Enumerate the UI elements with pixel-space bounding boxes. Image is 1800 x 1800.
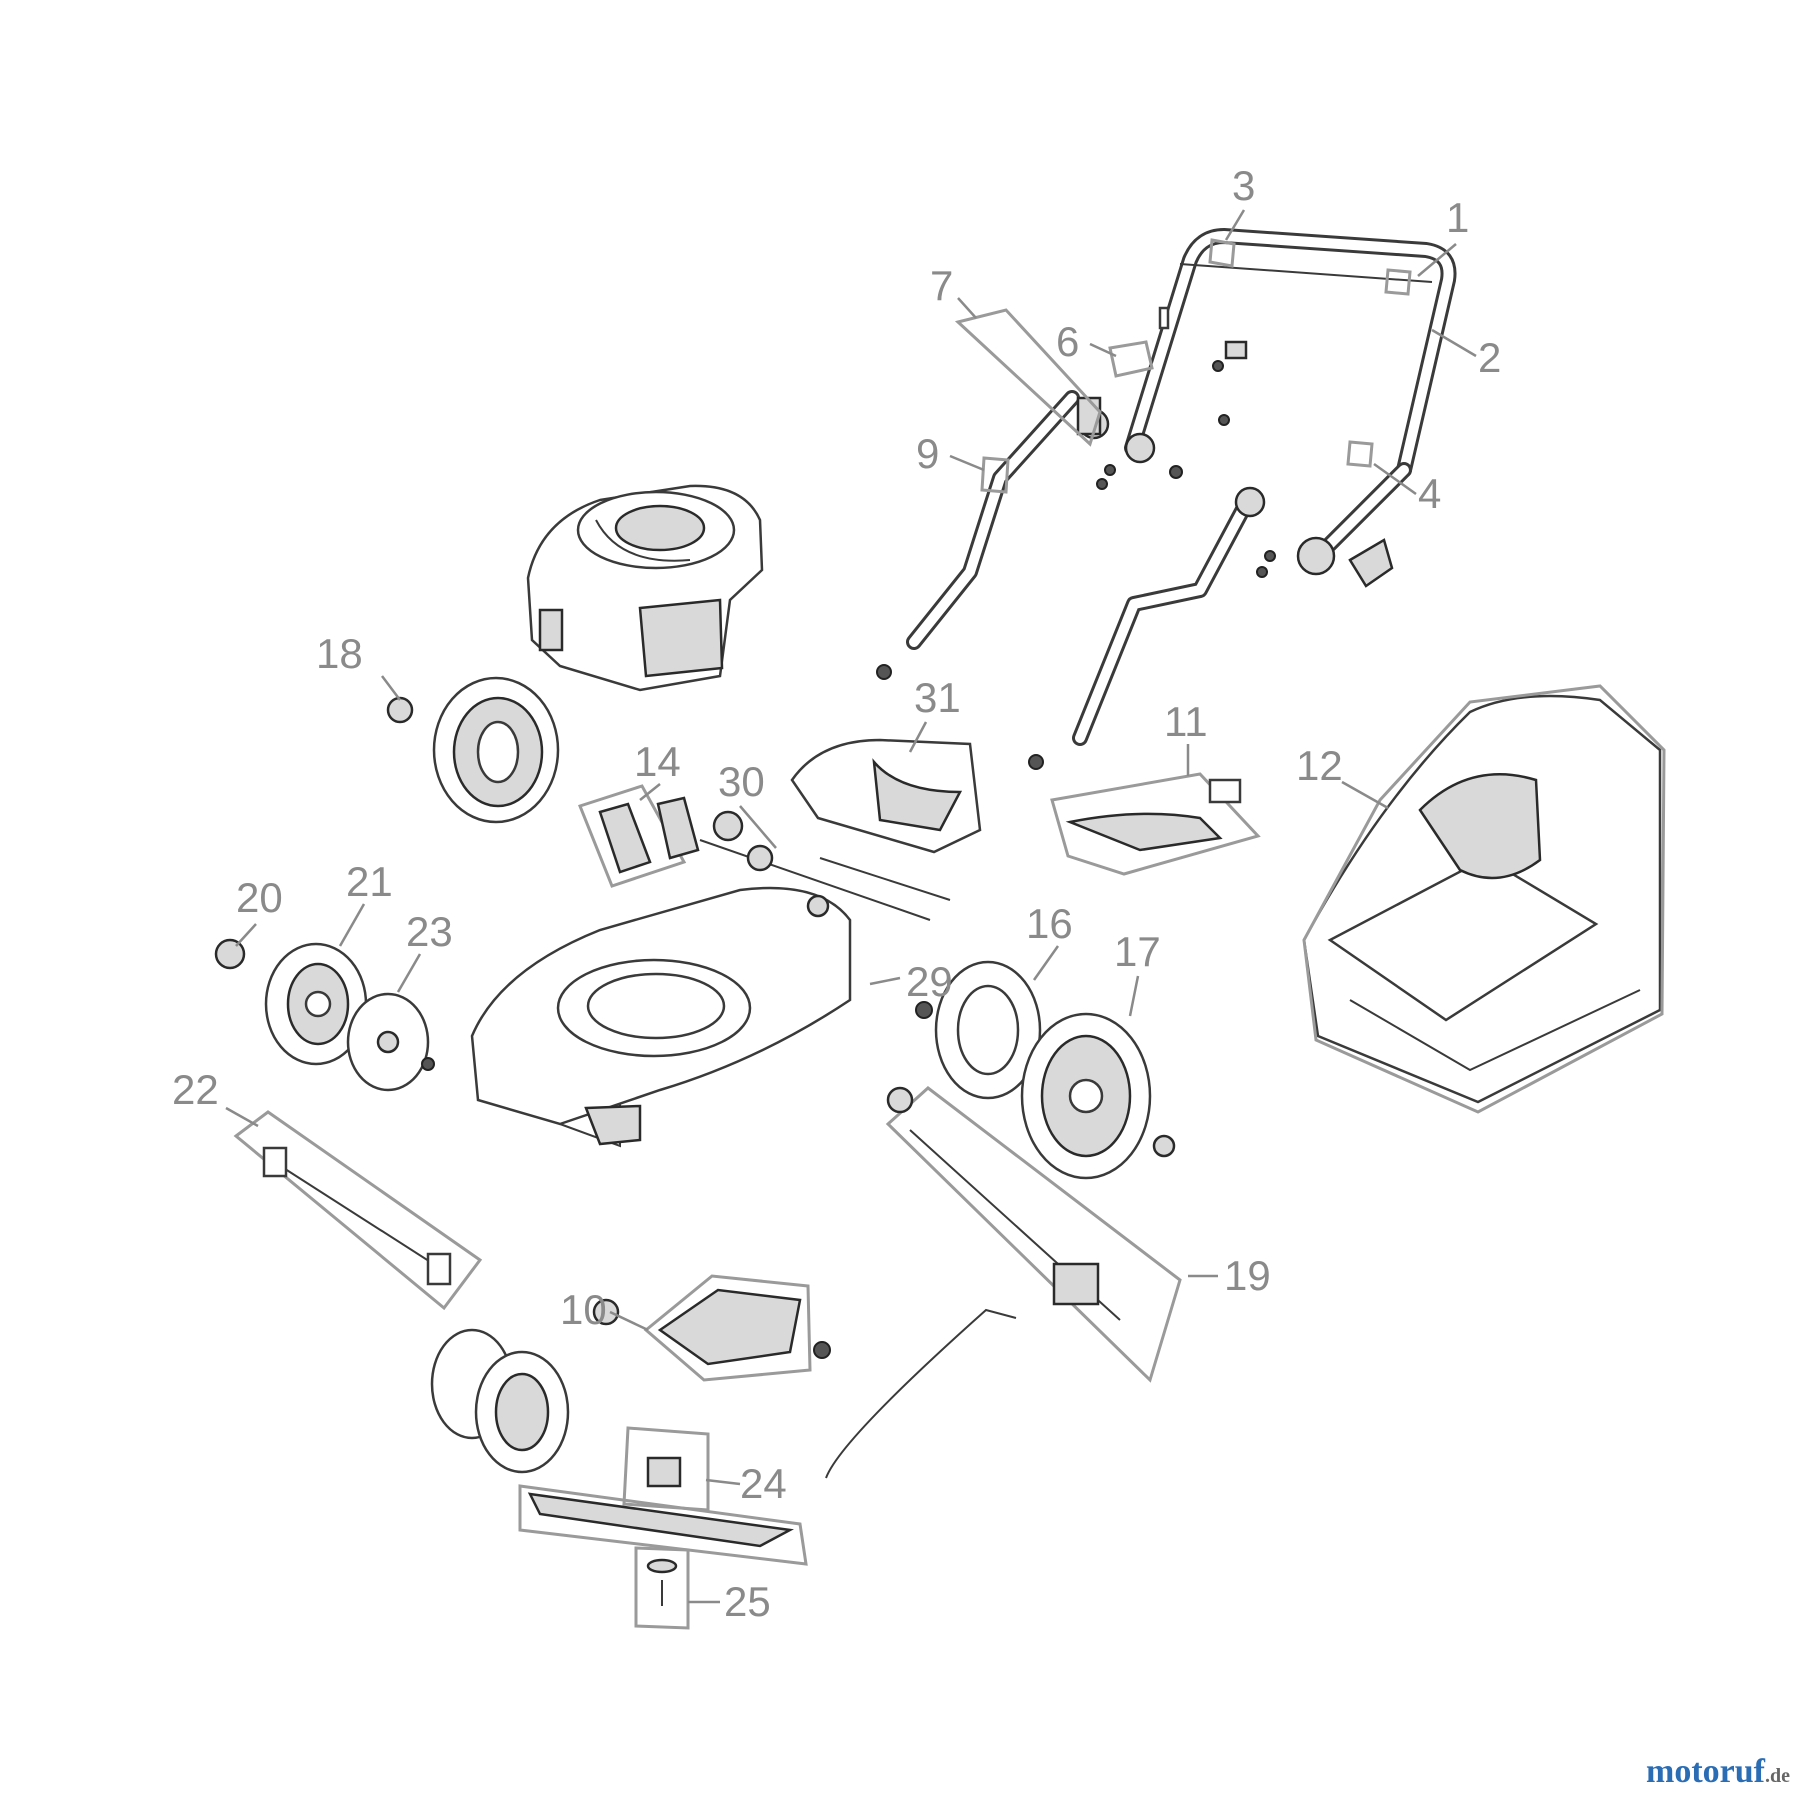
group-box-7 <box>954 308 1102 447</box>
front-left-wheel <box>264 942 368 1066</box>
lower-handle-left <box>876 390 1110 680</box>
part-label-2: 2 <box>1478 334 1501 381</box>
front-left-hubcap <box>346 992 430 1092</box>
group-box-14 <box>578 784 687 888</box>
callout-10: 10 <box>560 1286 649 1333</box>
rear-flap <box>699 738 982 921</box>
handle-fasteners <box>1096 360 1276 578</box>
group-14-parts <box>598 796 700 874</box>
engine <box>526 484 764 692</box>
part-label-17: 17 <box>1114 928 1161 975</box>
lower-handle-right <box>1028 486 1266 770</box>
callout-29: 29 <box>869 958 953 1005</box>
group-11-parts <box>1065 778 1242 852</box>
group-10-parts <box>657 1288 831 1366</box>
part-label-31: 31 <box>914 674 961 721</box>
callout-30: 30 <box>718 758 777 849</box>
callout-31: 31 <box>908 674 961 753</box>
part-label-21: 21 <box>346 858 393 905</box>
group-box-4 <box>1346 440 1374 468</box>
callout-6: 6 <box>1056 318 1117 365</box>
group-box-9 <box>980 456 1010 494</box>
callout-3: 3 <box>1224 162 1255 241</box>
part-label-7: 7 <box>930 262 953 309</box>
group-19-parts <box>886 1086 1121 1321</box>
callout-1: 1 <box>1417 194 1469 277</box>
watermark-brand: motoruf <box>1646 1753 1766 1790</box>
part-label-22: 22 <box>172 1066 219 1113</box>
rear-left-wheel <box>432 676 560 824</box>
bottom-wheel <box>430 1328 570 1474</box>
part-label-16: 16 <box>1026 900 1073 947</box>
group-box-10 <box>643 1274 812 1382</box>
part-label-9: 9 <box>916 430 939 477</box>
callout-2: 2 <box>1431 328 1501 381</box>
group-box-11 <box>1050 772 1261 876</box>
part-label-10: 10 <box>560 1286 607 1333</box>
part-label-14: 14 <box>634 738 681 785</box>
group-box-12 <box>1302 684 1666 1114</box>
part-label-29: 29 <box>906 958 953 1005</box>
part-label-6: 6 <box>1056 318 1079 365</box>
callout-25: 25 <box>688 1578 771 1625</box>
group-box-6 <box>1108 340 1154 378</box>
callout-18: 18 <box>316 630 401 701</box>
part-label-24: 24 <box>740 1460 787 1507</box>
callout-22: 22 <box>172 1066 259 1128</box>
group-25-parts <box>646 1558 678 1606</box>
callout-14: 14 <box>634 738 681 801</box>
group-box-24-inner <box>622 1426 710 1512</box>
callout-17: 17 <box>1114 928 1161 1017</box>
part-label-25: 25 <box>724 1578 771 1625</box>
part-label-4: 4 <box>1418 470 1441 517</box>
part-label-11: 11 <box>1164 698 1208 745</box>
part-label-20: 20 <box>236 874 283 921</box>
drive-cable <box>825 1308 1017 1479</box>
watermark-suffix: .de <box>1765 1765 1790 1787</box>
callout-4: 4 <box>1373 462 1441 517</box>
callout-11: 11 <box>1164 698 1208 776</box>
callout-21: 21 <box>338 858 393 947</box>
callout-23: 23 <box>396 908 453 993</box>
callout-24: 24 <box>705 1460 787 1507</box>
callout-19: 19 <box>1188 1252 1271 1299</box>
group-box-3 <box>1208 238 1236 268</box>
group-box-22 <box>233 1110 483 1311</box>
part-label-3: 3 <box>1232 162 1255 209</box>
part-label-12: 12 <box>1296 742 1343 789</box>
fasteners <box>214 696 1176 1326</box>
grass-catcher <box>1302 694 1662 1104</box>
group-24-parts <box>527 1456 794 1548</box>
upper-handle <box>1124 228 1457 588</box>
part-label-18: 18 <box>316 630 363 677</box>
callout-9: 9 <box>916 430 985 477</box>
part-label-30: 30 <box>718 758 765 805</box>
motoruf-watermark: motoruf.de <box>1646 1753 1790 1790</box>
rear-right-hubcap <box>934 960 1042 1100</box>
mower-deck <box>470 886 852 1148</box>
rear-right-wheel <box>1020 1012 1152 1180</box>
group-22-parts <box>262 1146 452 1286</box>
group-box-1 <box>1384 268 1412 296</box>
part-label-1: 1 <box>1446 194 1469 241</box>
callout-12: 12 <box>1296 742 1389 810</box>
group-box-25 <box>634 1546 690 1630</box>
part-label-23: 23 <box>406 908 453 955</box>
callout-20: 20 <box>235 874 283 947</box>
callout-7: 7 <box>930 262 977 319</box>
part-label-19: 19 <box>1224 1252 1271 1299</box>
callout-16: 16 <box>1026 900 1073 981</box>
